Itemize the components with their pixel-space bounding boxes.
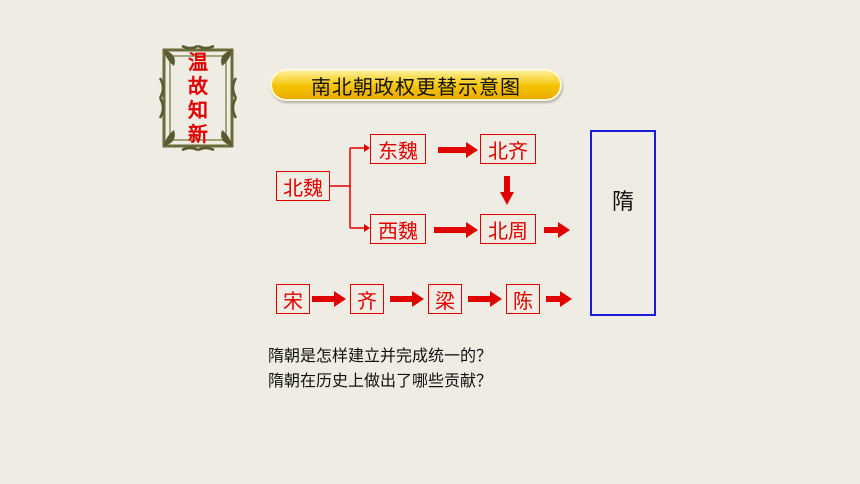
badge-char: 温 — [188, 50, 208, 74]
arrow-right-icon — [390, 291, 424, 307]
question-list: 隋朝是怎样建立并完成统一的？ 隋朝在历史上做出了哪些贡献？ — [268, 343, 492, 393]
ornament-frame-icon — [158, 44, 238, 152]
node-qi: 齐 — [350, 284, 384, 314]
arrow-right-icon — [546, 291, 572, 307]
question-item: 隋朝是怎样建立并完成统一的？ — [268, 346, 493, 365]
arrow-right-icon — [434, 222, 478, 238]
diagram-title: 南北朝政权更替示意图 — [270, 69, 562, 101]
node-beizhou: 北周 — [480, 214, 536, 244]
badge-char: 故 — [188, 74, 208, 98]
badge-char: 知 — [188, 98, 208, 122]
badge-char: 新 — [188, 122, 208, 146]
review-badge: 温 故 知 新 — [176, 48, 220, 148]
node-chen: 陈 — [506, 284, 540, 314]
node-sui: 隋 — [590, 130, 656, 316]
arrow-right-icon — [438, 142, 478, 158]
arrow-down-icon — [500, 176, 514, 205]
node-sui-label: 隋 — [611, 190, 634, 215]
node-beiqi: 北齐 — [480, 134, 536, 164]
node-xiwei: 西魏 — [370, 214, 426, 244]
arrow-right-icon — [544, 222, 570, 238]
node-beiwei: 北魏 — [276, 171, 330, 201]
node-liang: 梁 — [428, 284, 462, 314]
arrow-right-icon — [312, 291, 346, 307]
arrow-right-icon — [468, 291, 502, 307]
question-item: 隋朝在历史上做出了哪些贡献？ — [268, 371, 493, 390]
node-song: 宋 — [276, 284, 310, 314]
node-dongwei: 东魏 — [370, 134, 426, 164]
